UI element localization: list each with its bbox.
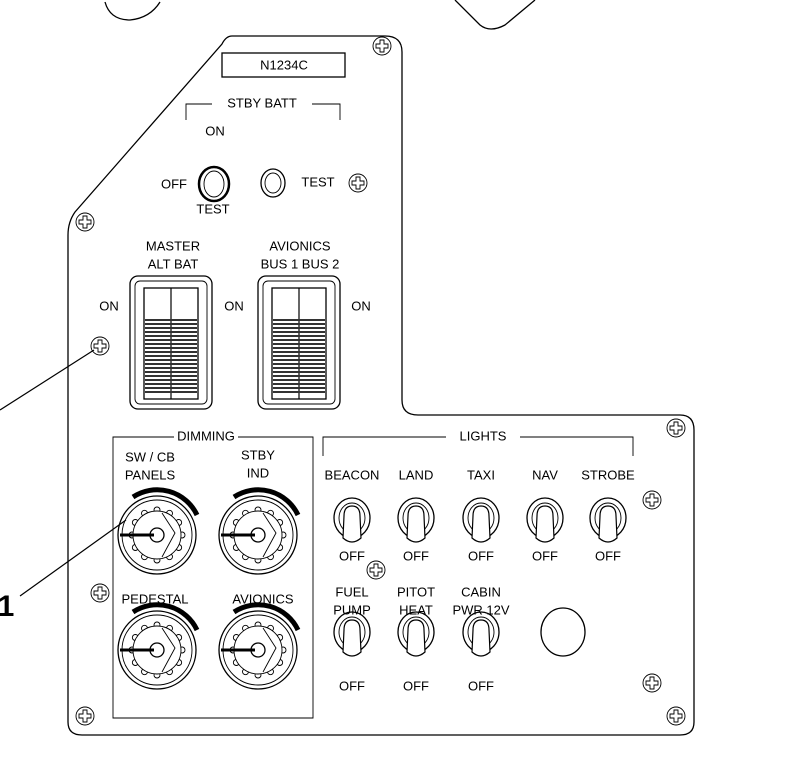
toggle-switch[interactable]	[333, 497, 371, 543]
toggle-switch[interactable]	[462, 497, 500, 543]
toggle-off-label: OFF	[403, 678, 429, 693]
master-on-right-label: ON	[224, 298, 244, 313]
lights-bracket	[322, 436, 634, 456]
stby-batt-title: STBY BATT	[227, 95, 297, 110]
screw-icon	[348, 173, 368, 193]
screw-icon	[642, 490, 662, 510]
screw-icon	[642, 673, 662, 693]
toggle-label: LAND	[399, 467, 434, 482]
stby-batt-test-label: TEST	[196, 201, 229, 216]
knob-label: IND	[247, 465, 269, 480]
toggle-switch[interactable]	[589, 497, 627, 543]
stby-batt-bracket	[185, 103, 341, 120]
stby-batt-test-button[interactable]	[260, 168, 286, 198]
alt-bat-label: ALT BAT	[148, 256, 199, 271]
toggle-off-label: OFF	[595, 548, 621, 563]
avionics-rocker-switch[interactable]	[257, 275, 341, 410]
dimming-box	[112, 436, 314, 719]
master-on-left-label: ON	[99, 298, 119, 313]
master-label: MASTER	[146, 238, 200, 253]
blank-plug	[540, 607, 586, 657]
toggle-off-label: OFF	[468, 548, 494, 563]
screw-icon	[372, 36, 392, 56]
toggle-label: FUEL	[335, 584, 368, 599]
leader-line	[0, 349, 95, 411]
screw-icon	[90, 336, 110, 356]
registration-text: N1234C	[260, 57, 308, 72]
screw-icon	[366, 560, 386, 580]
toggle-label: HEAT	[399, 602, 433, 617]
screw-icon	[75, 212, 95, 232]
lights-title: LIGHTS	[460, 428, 507, 443]
knob-label: STBY	[241, 447, 275, 462]
knob-label: PEDESTAL	[122, 591, 189, 606]
screw-icon	[666, 418, 686, 438]
master-rocker-switch[interactable]	[129, 275, 213, 410]
toggle-switch[interactable]	[462, 611, 500, 657]
panel-outline	[67, 35, 695, 736]
toggle-switch[interactable]	[526, 497, 564, 543]
toggle-off-label: OFF	[403, 548, 429, 563]
toggle-label: STROBE	[581, 467, 635, 482]
top-center-fragment	[454, 0, 536, 30]
toggle-switch[interactable]	[397, 611, 435, 657]
dimmer-knob[interactable]	[218, 602, 301, 690]
top-left-fragment	[104, 1, 161, 21]
dimmer-knob[interactable]	[218, 487, 301, 575]
leader-line	[19, 519, 127, 597]
toggle-label: PUMP	[333, 602, 371, 617]
screw-icon	[75, 706, 95, 726]
knob-label: PANELS	[125, 467, 176, 482]
avionics-on-label: ON	[351, 298, 371, 313]
toggle-off-label: OFF	[339, 678, 365, 693]
toggle-label: TAXI	[467, 467, 495, 482]
toggle-off-label: OFF	[339, 548, 365, 563]
toggle-label: PWR 12V	[452, 602, 509, 617]
toggle-switch[interactable]	[397, 497, 435, 543]
bus-label: BUS 1 BUS 2	[261, 256, 340, 271]
registration-placard	[221, 52, 346, 78]
toggle-label: NAV	[532, 467, 558, 482]
knob-label: SW / CB	[125, 449, 175, 464]
toggle-off-label: OFF	[468, 678, 494, 693]
stby-batt-switch[interactable]	[197, 165, 231, 203]
toggle-off-label: OFF	[532, 548, 558, 563]
callout-number: 1	[0, 590, 14, 623]
toggle-switch[interactable]	[333, 611, 371, 657]
avionics-label: AVIONICS	[269, 238, 330, 253]
dimmer-knob[interactable]	[117, 487, 200, 575]
toggle-label: CABIN	[461, 584, 501, 599]
knob-label: AVIONICS	[232, 591, 293, 606]
test-button-label: TEST	[301, 174, 334, 189]
toggle-label: BEACON	[325, 467, 380, 482]
dimming-title: DIMMING	[177, 428, 235, 443]
screw-icon	[90, 583, 110, 603]
stby-batt-off-label: OFF	[161, 176, 187, 191]
screw-icon	[666, 706, 686, 726]
toggle-label: PITOT	[397, 584, 435, 599]
stby-batt-on-label: ON	[205, 123, 225, 138]
dimmer-knob[interactable]	[117, 602, 200, 690]
